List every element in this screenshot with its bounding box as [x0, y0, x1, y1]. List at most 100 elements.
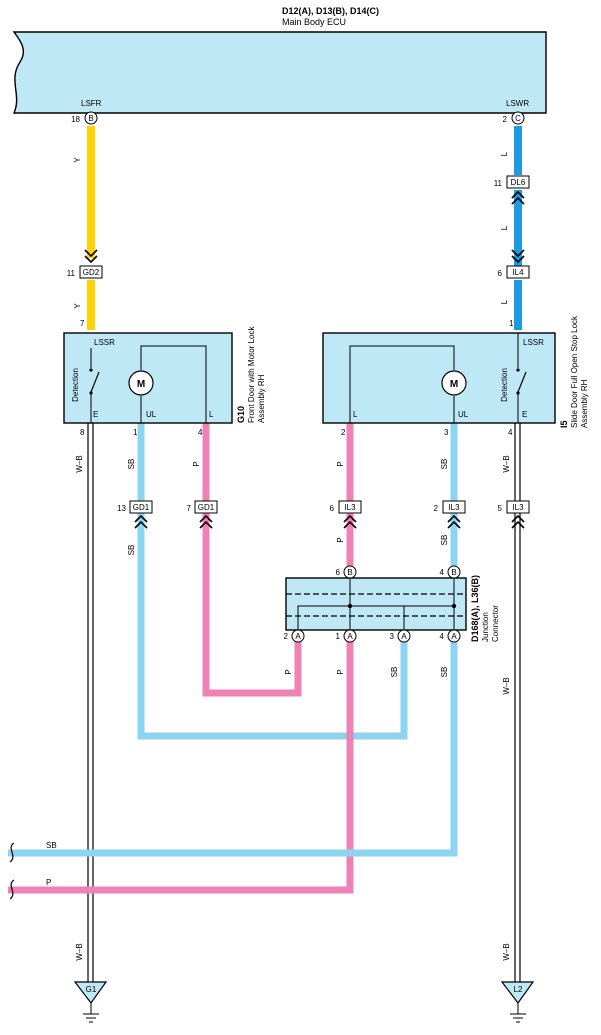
wire-label-p-right: P: [336, 461, 345, 466]
ground-g1-icon: [73, 981, 108, 1005]
connector-chevron: [511, 514, 525, 529]
wire-label-l1: L: [500, 151, 509, 156]
i5-motor-lead: [349, 345, 455, 423]
g10-name-2: Assembly RH: [257, 374, 266, 423]
junction-bottom-pin-2: 2: [284, 632, 289, 641]
i5-switch-contact: [516, 391, 520, 395]
wire-label-bus-p: P: [46, 878, 51, 887]
connector-dl6: [506, 175, 530, 189]
connector-il3-a-num: 6: [330, 504, 335, 513]
junction-top-pin-4: 4: [440, 568, 445, 577]
g10-term-ul: UL: [146, 410, 157, 419]
wire-label-sb-right: SB: [440, 459, 449, 470]
g10-detection: Detection: [71, 368, 80, 402]
g10-name-1: Front Door with Motor Lock: [247, 326, 256, 423]
junction-bottom-pin-a-label: A: [451, 632, 457, 641]
i5-lssr: LSSR: [523, 338, 544, 347]
i5-term-l: L: [353, 410, 358, 419]
i5-term-e: E: [522, 410, 527, 419]
wire-label-l3: L: [500, 299, 509, 304]
junction-bottom-pin-a: [397, 629, 411, 643]
ecu-name: Main Body ECU: [282, 17, 346, 27]
junction-bottom-pin-a: [291, 629, 305, 643]
g10-switch-contact: [89, 368, 93, 372]
connector-chevron: [134, 514, 148, 529]
i5-label-group: I5 Slide Door Full Open Stop Lock Assemb…: [559, 315, 589, 428]
g10-switch-blade: [90, 371, 100, 393]
g10-pin-1: 1: [133, 428, 138, 437]
wire-label-sb-b: SB: [440, 667, 449, 678]
connector-chevron: [199, 514, 213, 529]
g10-code: G10: [236, 406, 246, 423]
junction-name-1: Junction: [481, 612, 490, 642]
connector-chevron: [511, 190, 525, 205]
ground-g1-label: G1: [86, 985, 97, 994]
ecu-pin-lsfr: LSFR: [81, 99, 102, 108]
g10-pin-7: 7: [80, 319, 85, 328]
connector-chevron: [447, 514, 461, 529]
junction-label-group: D168(A), L36(B) Junction Connector: [470, 575, 500, 642]
connector-il3-b: [442, 500, 466, 514]
junction-top-pin-b-label: B: [451, 568, 456, 577]
g10-switch-contact: [89, 391, 93, 395]
junction-top-pin-6: 6: [336, 568, 341, 577]
junction-name-2: Connector: [491, 605, 500, 642]
ecu-connector-b: [84, 111, 98, 125]
junction-bottom-pin-a: [447, 629, 461, 643]
wire-break-mark: [9, 879, 15, 900]
g10-motor-lead: [140, 345, 207, 423]
junction-bottom-pin-a-label: A: [295, 632, 301, 641]
wire-sb-g10-ul: [137, 423, 408, 740]
i5-pin-3: 3: [444, 428, 449, 437]
ecu-pin-18: 18: [71, 115, 80, 124]
wire-label-y1: Y: [73, 157, 82, 163]
connector-il3-c: [506, 500, 530, 514]
ecu-connector-b-label: B: [88, 114, 93, 123]
g10-term-e: E: [93, 410, 98, 419]
i5-pin-1: 1: [509, 319, 514, 328]
junction-top-pin-b-label: B: [347, 568, 352, 577]
connector-gd1-b: [194, 500, 218, 514]
junction-top-pin-b: [343, 565, 357, 579]
connector-il3-a: [338, 500, 362, 514]
junction-top-pin-b: [447, 565, 461, 579]
wire-label-p-left: P: [192, 461, 201, 466]
junction-node: [451, 603, 457, 609]
ground-l2-label: L2: [514, 985, 523, 994]
junction-box: [285, 577, 467, 631]
i5-code: I5: [559, 420, 569, 428]
connector-il3-c-num: 5: [498, 504, 503, 513]
connector-gd2-num: 11: [67, 269, 76, 278]
wire-label-sb-left2: SB: [127, 545, 136, 556]
ground-l2-icon: [500, 981, 535, 1005]
ecu-code: D12(A), D13(B), D14(C): [282, 6, 379, 16]
wire-label-sb-a: SB: [390, 667, 399, 678]
ecu-connector-c-label: C: [515, 114, 521, 123]
wire-label-wb-right: W–B: [502, 455, 511, 472]
wire-label-wb-r: W–B: [502, 677, 511, 694]
i5-motor-icon: [441, 370, 467, 396]
connector-gd1-b-label: GD1: [198, 503, 215, 512]
junction-bottom-pin-a-label: A: [401, 632, 407, 641]
wire-sb-bus: [8, 640, 458, 857]
connector-chevron: [343, 514, 357, 529]
junction-code: D168(A), L36(B): [470, 575, 480, 642]
connector-gd1-b-num: 7: [187, 504, 192, 513]
wire-label-p-a: P: [284, 669, 293, 674]
wire-label-wb-l-bottom: W–B: [75, 943, 84, 960]
connector-il3-b-num: 2: [434, 504, 439, 513]
i5-box: [322, 332, 556, 424]
wire-label-bus-sb: SB: [46, 841, 57, 850]
g10-motor-label: M: [137, 379, 145, 390]
wire-p-g10-l: [202, 423, 302, 697]
g10-pin-4: 4: [198, 428, 203, 437]
wire-label-y2: Y: [73, 303, 82, 309]
g10-lssr: LSSR: [94, 338, 115, 347]
connector-il4-label: IL4: [512, 268, 524, 277]
wire-label-wb-r-bottom: W–B: [502, 943, 511, 960]
i5-name-1: Slide Door Full Open Stop Lock: [570, 315, 579, 428]
wire-label-p-right2: P: [336, 537, 345, 542]
g10-motor-icon: [128, 370, 154, 396]
wire-label-l2: L: [500, 225, 509, 230]
connector-il4: [506, 265, 530, 279]
